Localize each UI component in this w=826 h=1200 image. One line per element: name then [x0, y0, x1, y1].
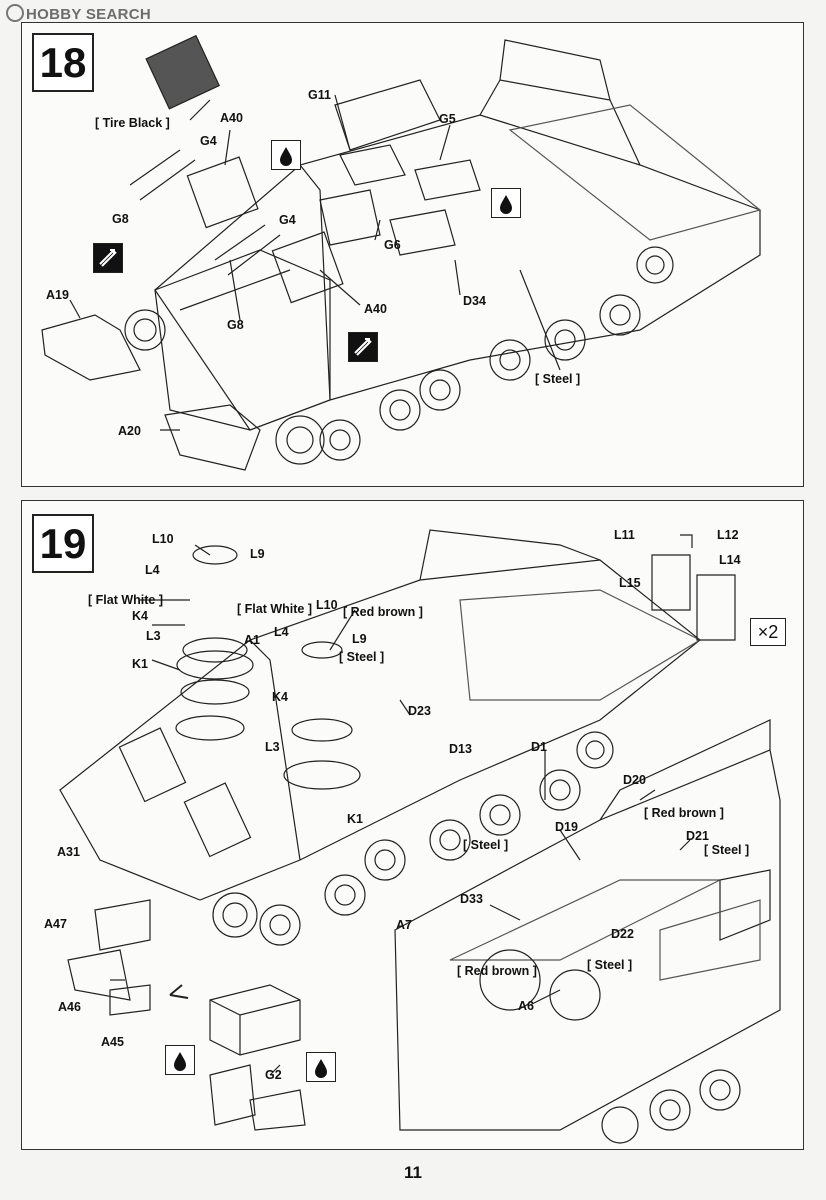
label-g4-mid: G4	[279, 213, 296, 227]
glue-drop-icon	[306, 1052, 336, 1082]
label-steel: [ Steel ]	[535, 372, 581, 386]
label-l12: L12	[717, 528, 739, 542]
label-l3-b: L3	[265, 740, 280, 754]
label-tire-black: [ Tire Black ]	[95, 116, 170, 130]
label-d13: D13	[449, 742, 472, 756]
step-19-number: 19	[32, 514, 94, 573]
label-flat-white-b: [ Flat White ]	[237, 602, 312, 616]
label-steel-d: [ Steel ]	[587, 958, 633, 972]
label-l14: L14	[719, 553, 741, 567]
label-g6: G6	[384, 238, 401, 252]
label-a19: A19	[46, 288, 69, 302]
glue-drop-icon	[271, 140, 301, 170]
label-g4-top: G4	[200, 134, 217, 148]
label-l10-b: L10	[316, 598, 338, 612]
label-a40-top: A40	[220, 111, 243, 125]
label-a6: A6	[518, 999, 534, 1013]
label-a31: A31	[57, 845, 80, 859]
label-l11: L11	[614, 528, 635, 542]
label-d19: D19	[555, 820, 578, 834]
label-d1: D1	[531, 740, 547, 754]
label-l9-a: L9	[250, 547, 265, 561]
page-number: 11	[404, 1163, 422, 1182]
label-k1-a: K1	[132, 657, 148, 671]
step-18-number: 18	[32, 33, 94, 92]
label-steel-c: [ Steel ]	[704, 843, 750, 857]
label-a47: A47	[44, 917, 67, 931]
label-a1: A1	[244, 633, 260, 647]
watermark: HOBBY SEARCH	[6, 4, 151, 23]
label-d34: D34	[463, 294, 486, 308]
glue-drop-icon	[491, 188, 521, 218]
hobby-search-logo-icon	[6, 4, 24, 22]
label-a46: A46	[58, 1000, 81, 1014]
label-d20: D20	[623, 773, 646, 787]
label-k1-b: K1	[347, 812, 363, 826]
label-a20: A20	[118, 424, 141, 438]
label-d33: D33	[460, 892, 483, 906]
label-l3-a: L3	[146, 629, 161, 643]
label-l4-a: L4	[145, 563, 160, 577]
label-g8-bottom: G8	[227, 318, 244, 332]
label-red-brown-a: [ Red brown ]	[343, 605, 423, 619]
label-a40-bottom: A40	[364, 302, 387, 316]
multiplier-badge: ×2	[750, 618, 786, 646]
label-red-brown-b: [ Red brown ]	[644, 806, 724, 820]
label-l15: L15	[619, 576, 641, 590]
label-a45: A45	[101, 1035, 124, 1049]
label-l4-b: L4	[274, 625, 289, 639]
label-g8-left: G8	[112, 212, 129, 226]
label-g11: G11	[308, 88, 331, 102]
label-d22: D22	[611, 927, 634, 941]
label-a7: A7	[396, 918, 412, 932]
label-flat-white-a: [ Flat White ]	[88, 593, 163, 607]
label-g5: G5	[439, 112, 456, 126]
label-k4-b: K4	[272, 690, 288, 704]
step-19-panel	[21, 500, 804, 1150]
label-d21: D21	[686, 829, 709, 843]
label-steel-b: [ Steel ]	[463, 838, 509, 852]
step-18-panel	[21, 22, 804, 487]
glue-drop-icon	[165, 1045, 195, 1075]
label-l9-b: L9	[352, 632, 367, 646]
label-d23: D23	[408, 704, 431, 718]
flip-arrows-icon	[348, 332, 378, 362]
label-steel-a: [ Steel ]	[339, 650, 385, 664]
label-l10-a: L10	[152, 532, 174, 546]
label-g2: G2	[265, 1068, 282, 1082]
label-red-brown-c: [ Red brown ]	[457, 964, 537, 978]
flip-arrows-icon	[93, 243, 123, 273]
label-k4-a: K4	[132, 609, 148, 623]
